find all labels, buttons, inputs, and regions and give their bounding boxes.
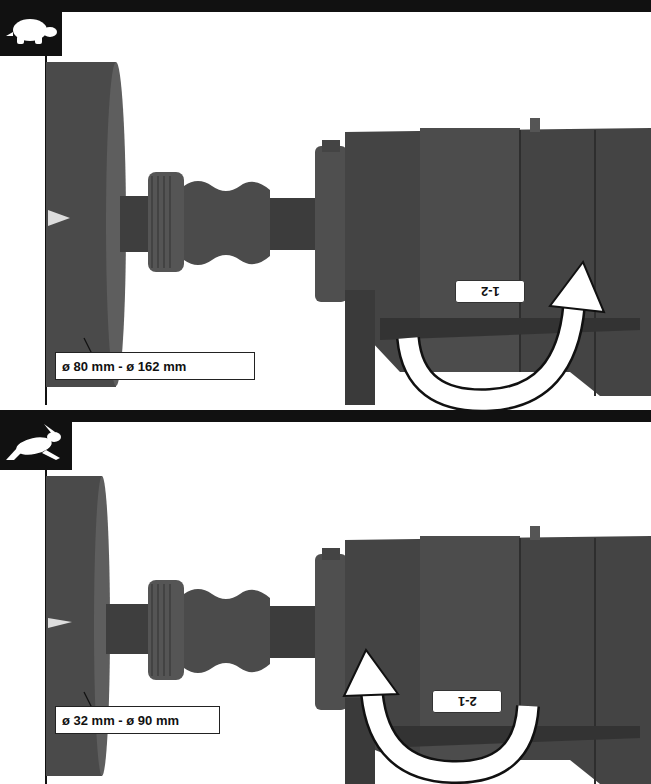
label-text: ø 32 mm - ø 90 mm	[62, 713, 179, 728]
dimension-box: ø 80 mm - ø 162 mm	[55, 352, 255, 380]
gear-label: 1-2	[455, 280, 525, 303]
rabbit-icon	[6, 424, 61, 460]
label-text: 2-1	[458, 694, 477, 709]
label-text: ø 80 mm - ø 162 mm	[62, 359, 186, 374]
bottom-panel	[0, 410, 651, 784]
gear-label: 2-1	[432, 690, 502, 713]
dimension-box: ø 32 mm - ø 90 mm	[55, 706, 220, 734]
turtle-icon	[6, 19, 57, 44]
label-text: 1-2	[481, 284, 500, 299]
top-panel	[0, 0, 651, 405]
